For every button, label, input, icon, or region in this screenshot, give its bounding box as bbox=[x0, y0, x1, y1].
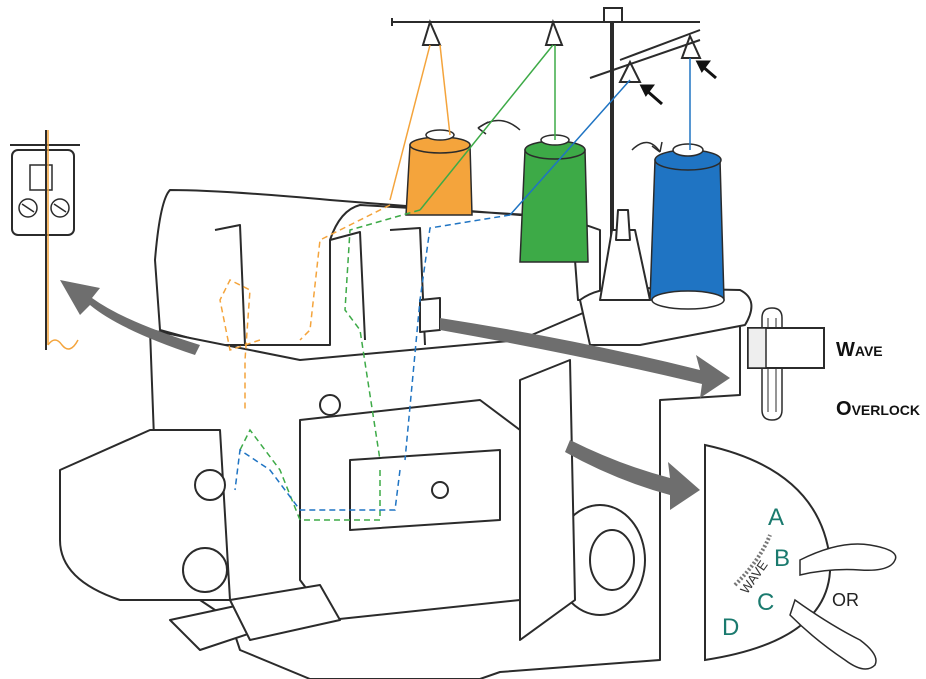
thread-orange bbox=[219, 44, 451, 410]
arrow-to-needle-inset bbox=[60, 280, 200, 355]
dial-letter-a: A bbox=[768, 504, 784, 531]
arrow-to-wave-lever bbox=[440, 318, 730, 398]
spool-green bbox=[519, 134, 589, 263]
spool-swap-arrows bbox=[477, 119, 663, 153]
overlock-label: OVERLOCK bbox=[836, 398, 920, 420]
thread-guide-3 bbox=[618, 59, 642, 83]
thread-guide-2 bbox=[544, 18, 564, 46]
needle-inset bbox=[10, 130, 80, 350]
selector-handle-down bbox=[789, 598, 877, 670]
thread-guide-1 bbox=[421, 19, 442, 46]
arrow-to-dial bbox=[565, 440, 700, 510]
dial-letter-b: B bbox=[774, 545, 790, 572]
thread-guide-4 bbox=[680, 33, 702, 59]
spool-blue bbox=[649, 143, 725, 310]
spool-orange bbox=[405, 129, 473, 216]
lever-inset bbox=[747, 307, 825, 421]
dial-letter-d: D bbox=[722, 614, 739, 641]
thread-stand bbox=[391, 7, 702, 290]
serger-body bbox=[59, 189, 753, 679]
dial-inset bbox=[704, 443, 897, 670]
thread-blue bbox=[234, 58, 691, 511]
or-label: OR bbox=[832, 590, 859, 610]
guide-arrows bbox=[639, 60, 717, 106]
callout-arrows bbox=[60, 280, 730, 510]
selector-handle-up bbox=[799, 543, 897, 576]
wave-label: WAVE bbox=[836, 339, 883, 361]
dial-letter-c: C bbox=[757, 589, 774, 616]
thread-green bbox=[239, 44, 556, 521]
